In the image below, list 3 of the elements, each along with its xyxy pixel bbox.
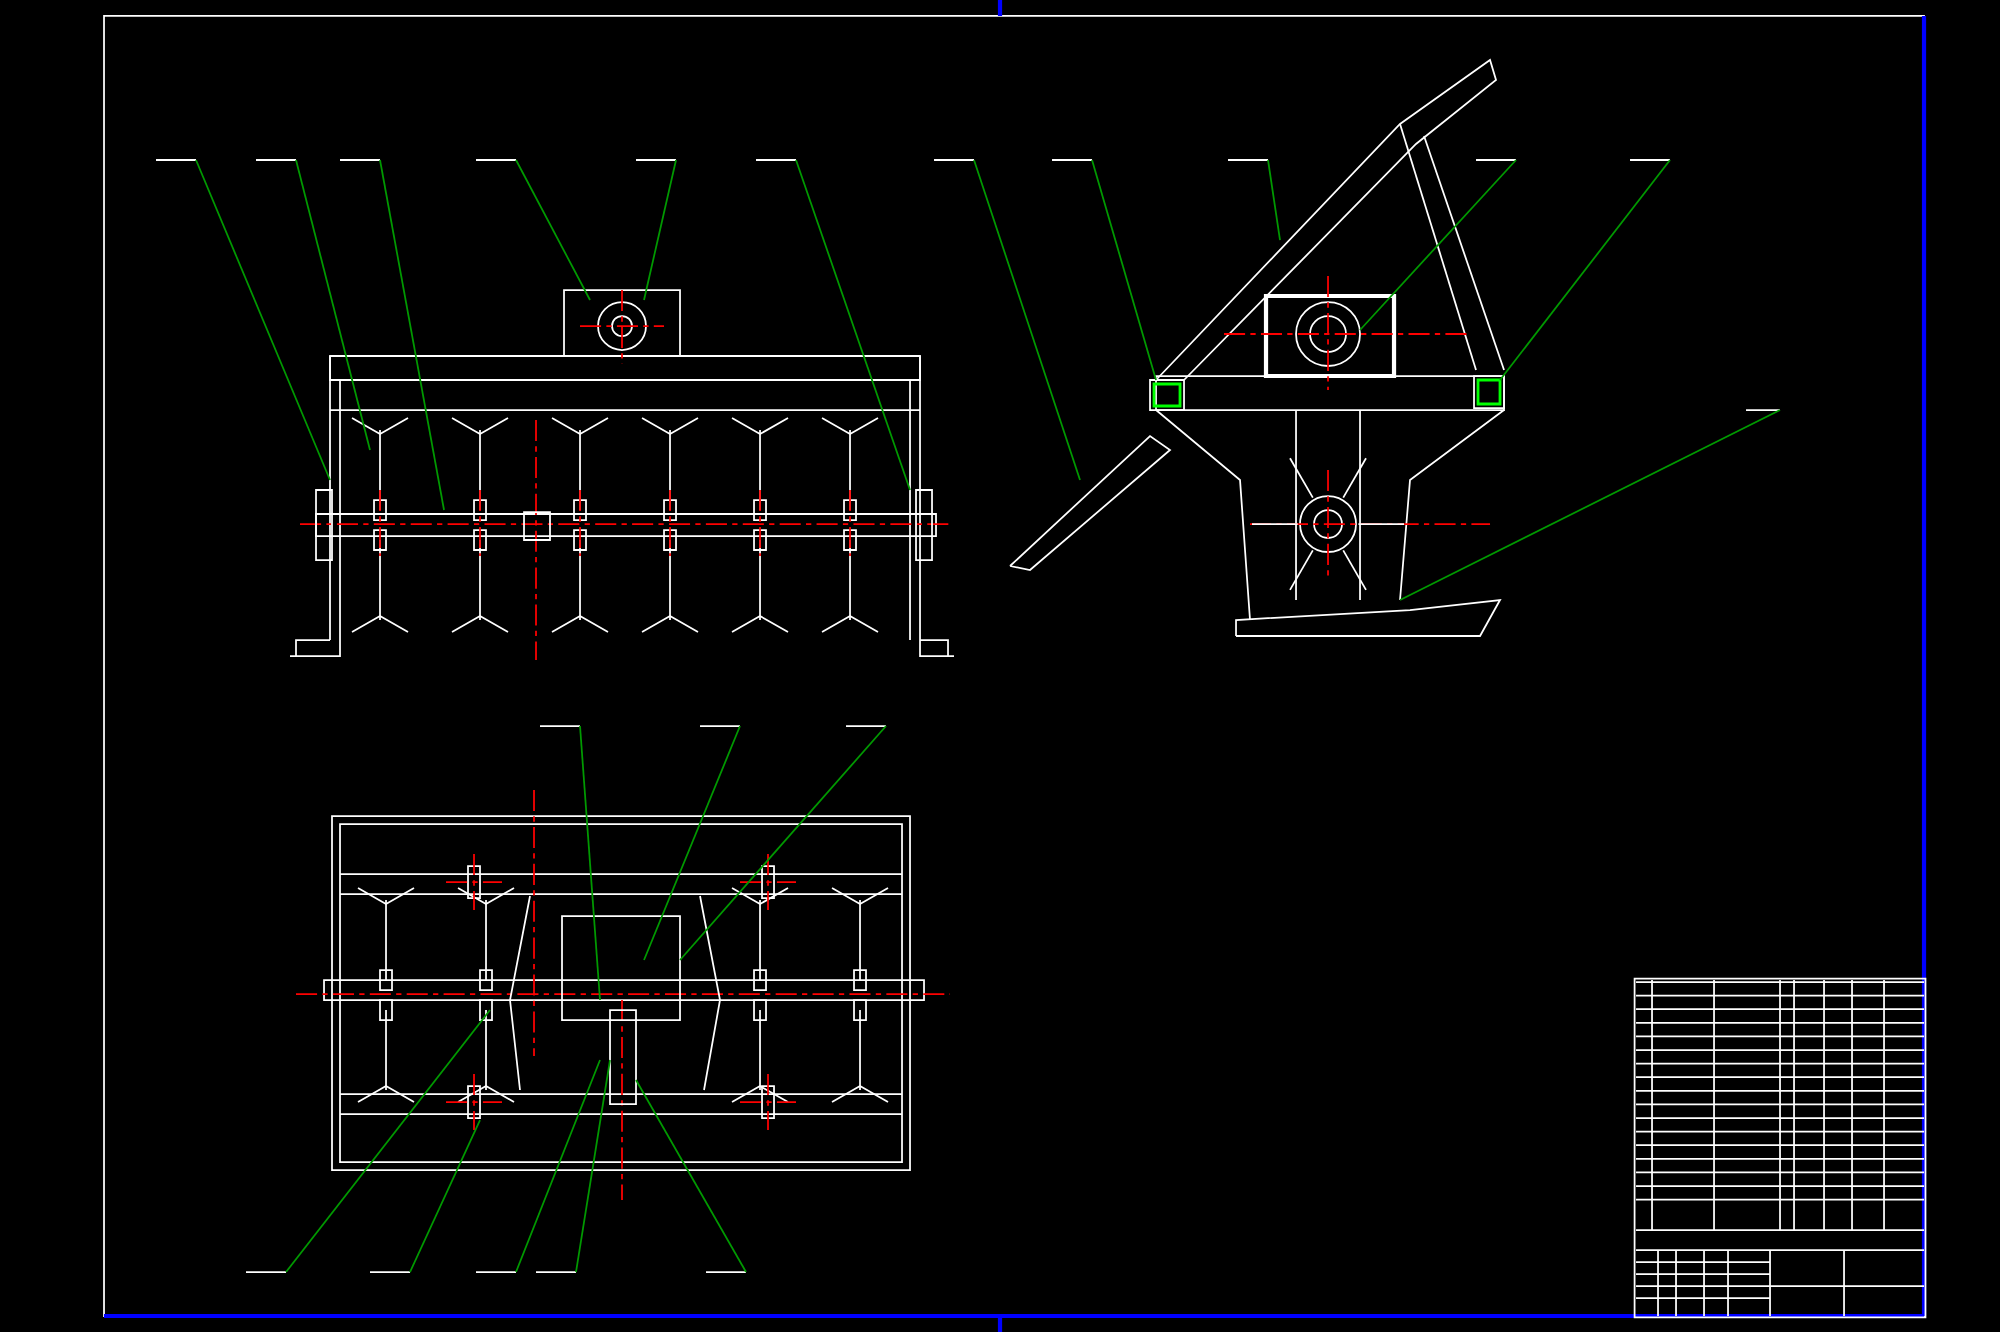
parts-table-drawing [1633,977,1927,1319]
side-view-drawing [933,58,1781,637]
front-view-drawing [155,159,955,661]
